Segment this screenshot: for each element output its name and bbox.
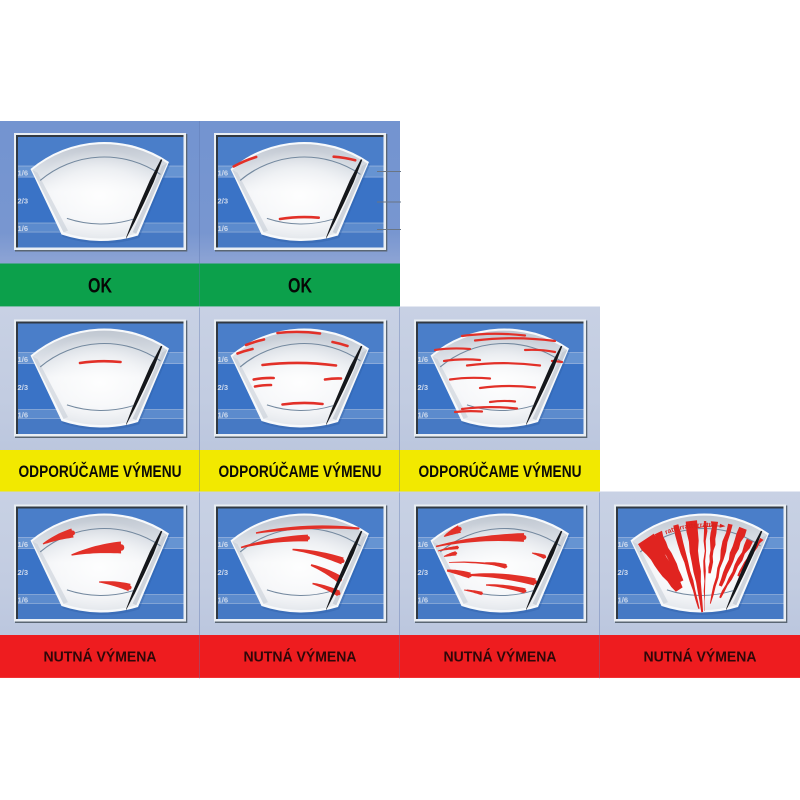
- svg-text:NUTNÁ VÝMENA: NUTNÁ VÝMENA: [644, 648, 757, 666]
- svg-text:NUTNÁ VÝMENA: NUTNÁ VÝMENA: [44, 648, 157, 666]
- svg-text:OK: OK: [288, 274, 312, 298]
- svg-text:ODPORÚČAME VÝMENU: ODPORÚČAME VÝMENU: [419, 462, 582, 481]
- svg-text:NUTNÁ VÝMENA: NUTNÁ VÝMENA: [444, 648, 557, 666]
- svg-text:NUTNÁ VÝMENA: NUTNÁ VÝMENA: [244, 648, 357, 666]
- svg-text:ODPORÚČAME VÝMENU: ODPORÚČAME VÝMENU: [19, 462, 182, 481]
- svg-text:ODPORÚČAME VÝMENU: ODPORÚČAME VÝMENU: [219, 462, 382, 481]
- svg-text:OK: OK: [88, 274, 112, 298]
